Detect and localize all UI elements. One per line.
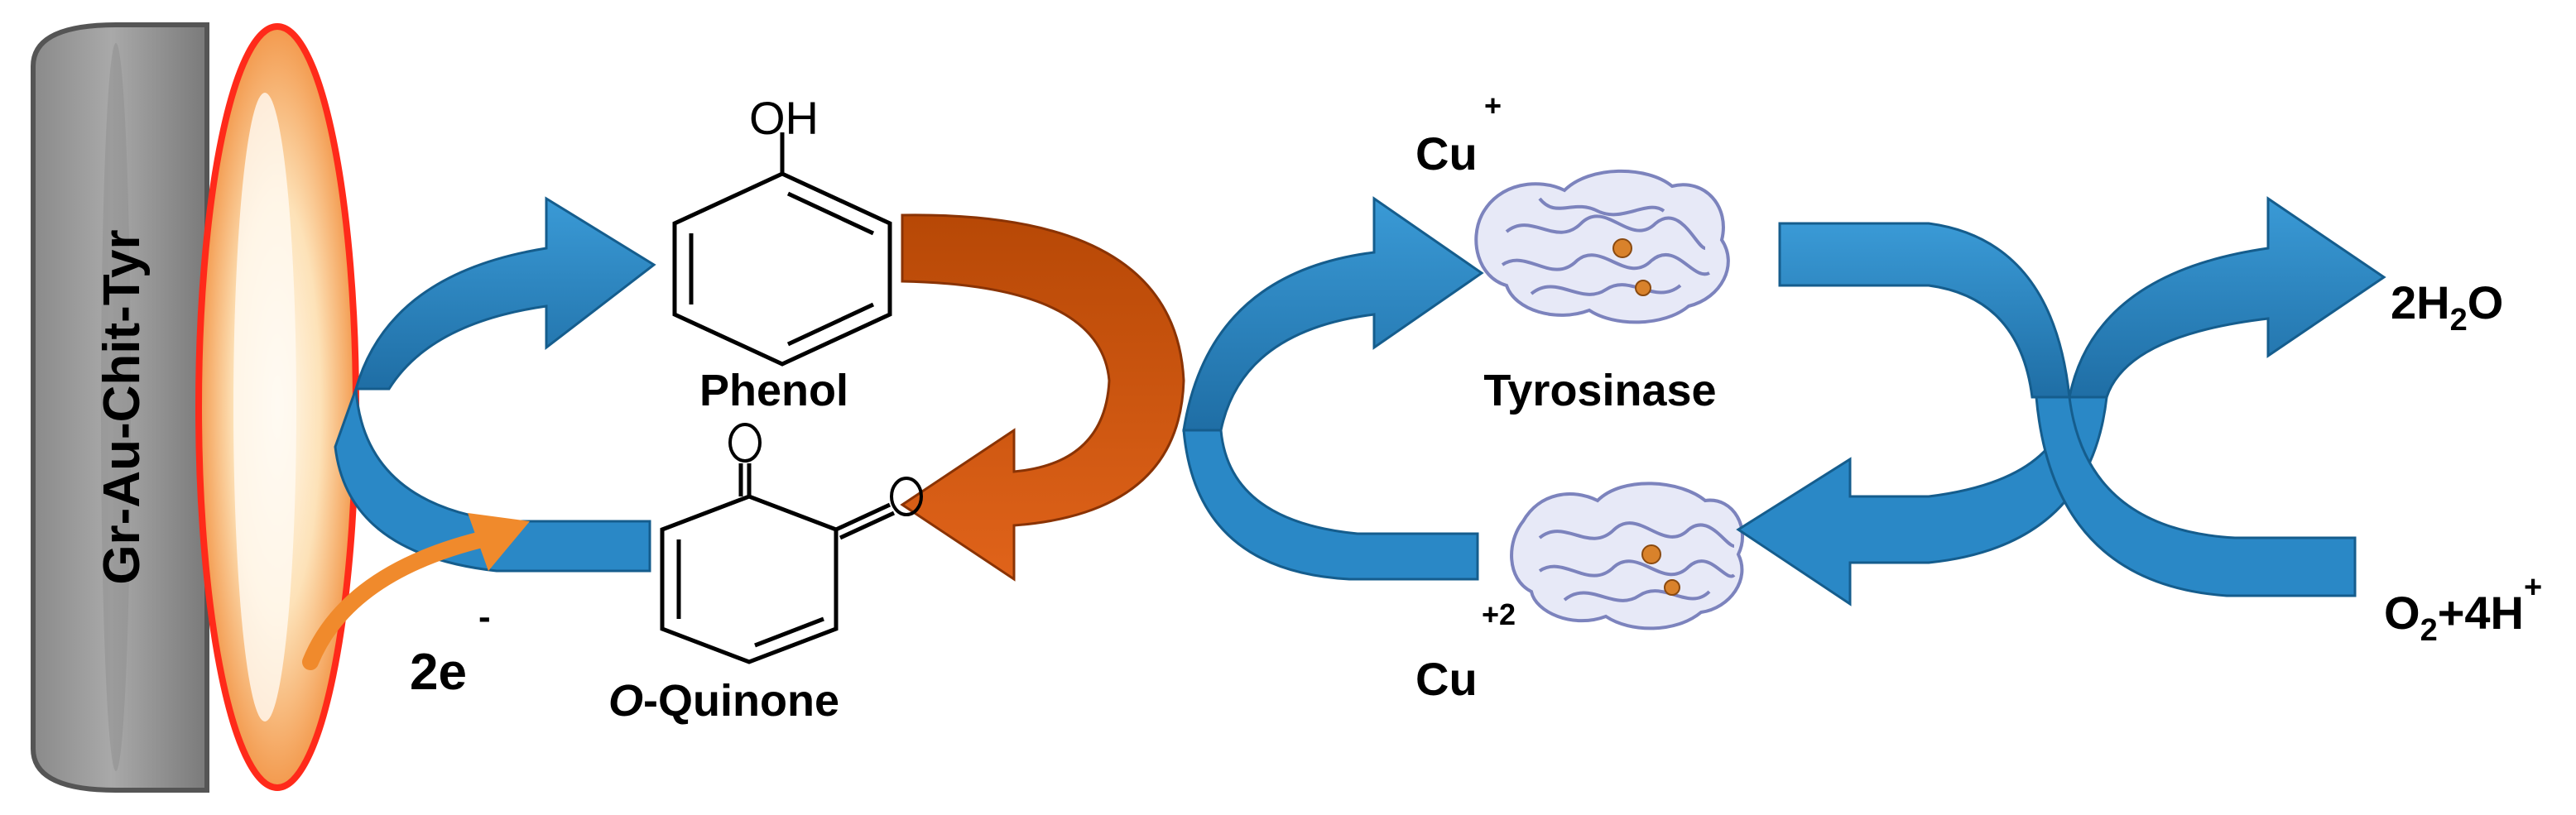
right-cycle-arrow <box>1736 196 2386 606</box>
quinone-label-rest: -Quinone <box>643 676 839 726</box>
electron-count: 2e <box>410 644 467 701</box>
right-cycle-oxygen-band <box>2035 396 2357 597</box>
copper-atoms-bottom <box>1641 544 1680 596</box>
electron-charge: - <box>478 597 491 637</box>
middle-cycle-arrow <box>1182 196 1484 581</box>
electrode: Gr-Au-Chit-Tyr <box>31 22 209 793</box>
left-cycle-arrow <box>334 196 656 573</box>
oxygen-middle: +4H <box>2438 587 2524 639</box>
middle-cycle-bottom-band <box>1182 429 1479 581</box>
oxygen-label: O2+4H+ <box>2384 570 2542 648</box>
cu-reduced: Cu <box>1415 127 1478 180</box>
cu-reduced-charge: + <box>1484 89 1502 122</box>
phenol-structure <box>672 132 892 367</box>
quinone-structure <box>660 463 896 664</box>
copper-atoms-top <box>1612 238 1651 296</box>
electron-transfer-arrow <box>302 513 530 670</box>
quinone-label-prefix: O <box>608 676 643 726</box>
oxygen-sup: + <box>2524 570 2542 605</box>
redox-conversion-arrow <box>900 213 1185 582</box>
cu-oxidized: Cu <box>1415 653 1478 705</box>
cu-oxidized-charge: +2 <box>1482 597 1516 631</box>
quinone-label: O-Quinone <box>608 676 839 726</box>
water-sub: 2 <box>2450 303 2468 338</box>
phenol-oh: OH <box>749 92 819 144</box>
electrode-disc <box>195 23 359 791</box>
water-prefix: 2H <box>2391 276 2450 328</box>
oxygen-sub: 2 <box>2420 613 2438 648</box>
oxygen-prefix: O <box>2384 587 2420 639</box>
tyrosinase-structure-bottom <box>1510 482 1744 630</box>
water-suffix: O <box>2468 276 2504 328</box>
left-cycle-top-arrow <box>354 196 656 391</box>
water-label: 2H2O <box>2391 276 2503 338</box>
quinone-oxygens <box>728 423 923 516</box>
electrode-cylinder <box>31 22 209 793</box>
right-cycle-water-arrow <box>2068 196 2386 399</box>
tyrosinase-label: Tyrosinase <box>1483 366 1716 415</box>
phenol-label: Phenol <box>699 366 848 415</box>
electrode-label: Gr-Au-Chit-Tyr <box>94 229 151 584</box>
electron-label: 2e - <box>410 597 491 701</box>
right-cycle-top-band <box>1778 222 2071 399</box>
middle-cycle-top-arrow <box>1182 196 1484 432</box>
tyrosinase-structure-top <box>1474 169 1730 324</box>
left-cycle-bottom-band <box>334 388 651 573</box>
